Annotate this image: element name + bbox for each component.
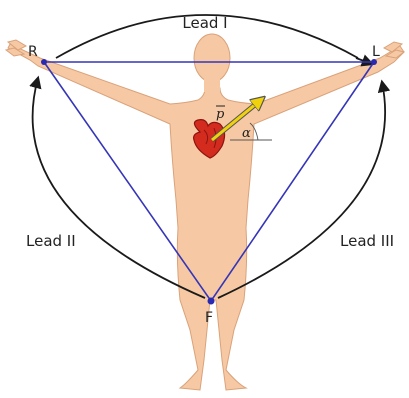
node-r-dot: [41, 59, 47, 65]
angle-alpha-label: α: [242, 126, 251, 141]
lead-i-arrowhead: [356, 58, 372, 64]
node-f-dot: [208, 298, 215, 305]
lead-i-label: Lead I: [182, 14, 227, 32]
lead-ii-label: Lead II: [26, 232, 76, 250]
node-r-label: R: [28, 44, 38, 60]
node-l-label: L: [372, 44, 380, 60]
head: [194, 34, 230, 82]
lead-iii-label: Lead III: [340, 232, 394, 250]
neck: [204, 78, 220, 92]
node-f-label: F: [205, 310, 213, 326]
vector-p-label: p: [216, 107, 225, 122]
